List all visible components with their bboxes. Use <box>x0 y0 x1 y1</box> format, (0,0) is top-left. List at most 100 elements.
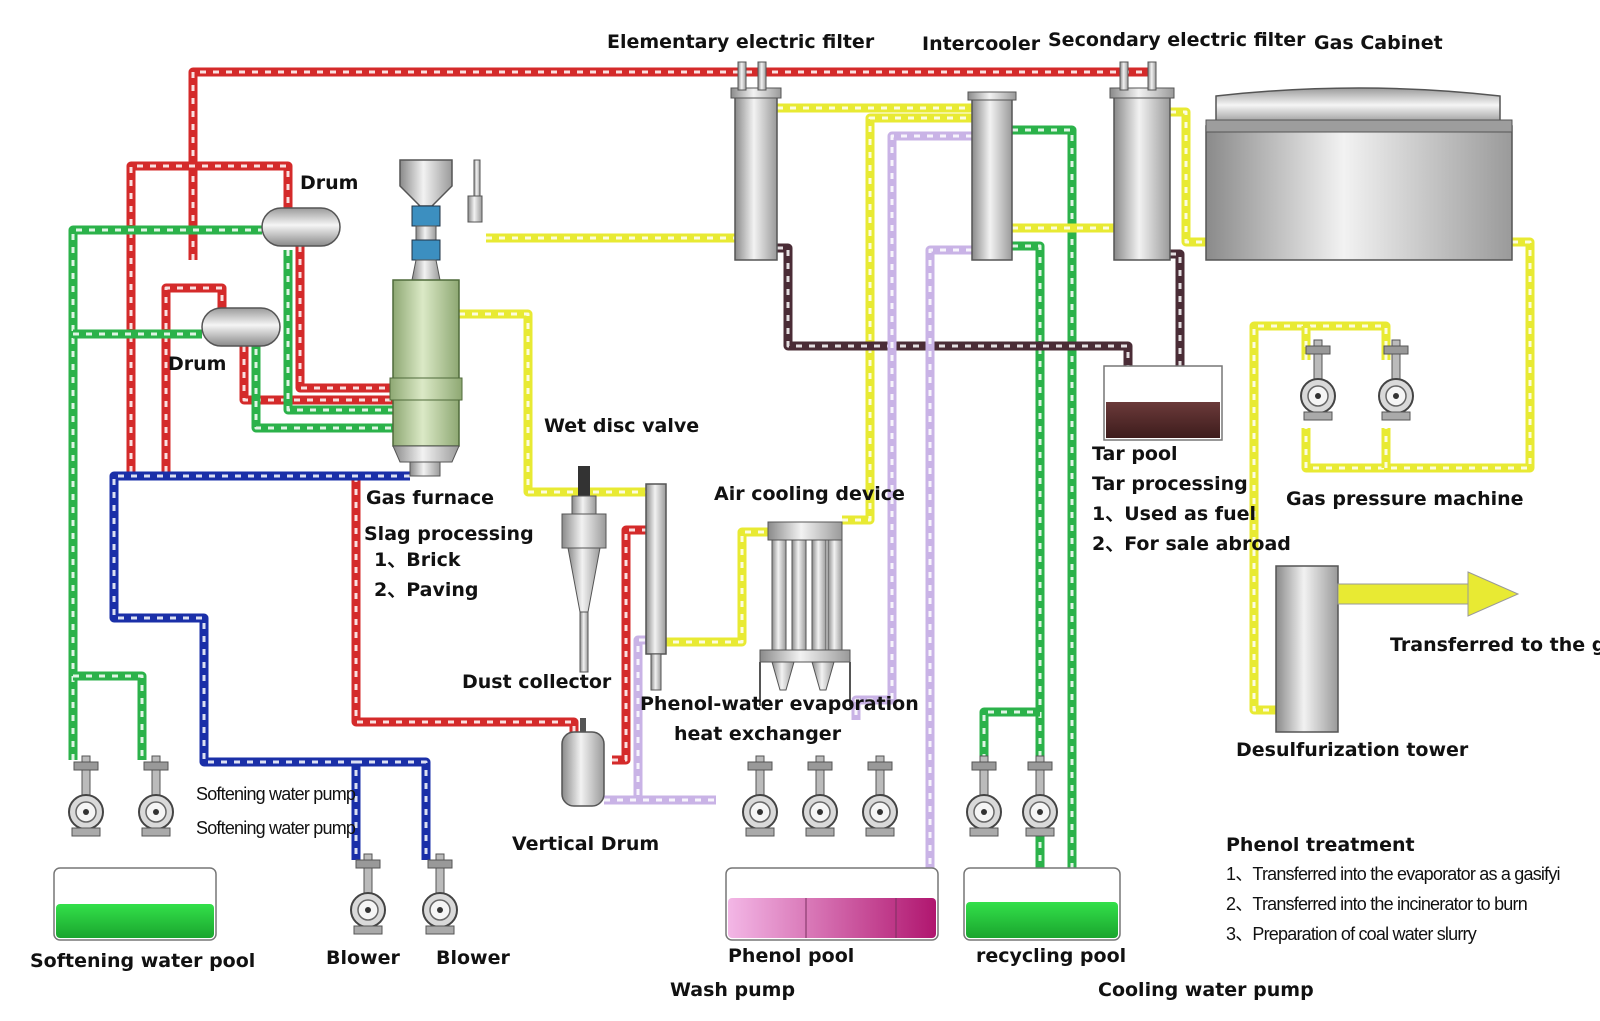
gas-cabinet <box>1205 87 1513 261</box>
secondary-electric-filter <box>1109 61 1175 261</box>
yellow-pipe <box>842 113 972 525</box>
label-phenol-hx-line2: heat exchanger <box>674 723 842 745</box>
green-pipe <box>73 671 147 760</box>
label-air-cooling-device: Air cooling device <box>714 483 905 505</box>
green-pipe-stripe <box>286 250 393 412</box>
green-pipe-stripe <box>71 228 262 760</box>
blue-pipe-stripe <box>356 760 428 860</box>
pump-icon <box>138 755 174 837</box>
label-phenol-pool: Phenol pool <box>728 945 854 967</box>
drum-top <box>261 207 341 247</box>
transfer-arrow <box>1337 571 1520 617</box>
label-secondary-electric-filter: Secondary electric filter <box>1048 29 1306 51</box>
pump-icon <box>1378 339 1414 421</box>
drum-bottom <box>201 307 281 347</box>
vertical-drum <box>561 718 605 807</box>
label-blower-1: Blower <box>326 947 400 969</box>
label-transferred: Transferred to the ga <box>1390 634 1600 656</box>
label-softening-pump-2: Softening water pump <box>196 818 356 838</box>
label-wet-disc-valve: Wet disc valve <box>544 415 699 437</box>
label-phenol-item-3: 3、Preparation of coal water slurry <box>1226 924 1477 944</box>
label-drum-bottom: Drum <box>168 353 226 375</box>
red-pipe-stripe <box>129 164 290 472</box>
softening-water-pool <box>53 867 217 941</box>
red-pipe-stripe <box>191 70 1148 260</box>
wet-disc-valve <box>561 466 607 673</box>
lavender-pipe-stripe <box>854 134 972 720</box>
label-drum-top: Drum <box>300 172 358 194</box>
pipe-network <box>68 67 1535 900</box>
yellow-pipe <box>1301 237 1535 473</box>
yellow-pipe-stripe <box>1170 110 1206 244</box>
label-elementary-electric-filter: Elementary electric filter <box>607 31 875 53</box>
yellow-pipe <box>1170 107 1206 247</box>
label-wash-pump: Wash pump <box>670 979 795 1001</box>
label-slag-item-1: 1、Brick <box>374 549 461 571</box>
pump-icon <box>742 755 778 837</box>
blue-pipe <box>356 757 431 860</box>
label-slag-processing: Slag processing <box>364 523 534 545</box>
label-vertical-drum: Vertical Drum <box>512 833 659 855</box>
air-cooling-device <box>759 521 851 706</box>
green-pipe-stripe <box>1012 128 1074 900</box>
yellow-pipe-stripe <box>459 312 660 494</box>
yellow-pipe-stripe <box>660 530 768 644</box>
dark-pipe-stripe <box>1170 252 1182 402</box>
pump-icon <box>1022 755 1058 837</box>
green-pipe-stripe <box>254 336 400 430</box>
label-cooling-water-pump: Cooling water pump <box>1098 979 1314 1001</box>
elementary-electric-filter <box>730 61 782 261</box>
pump-icon <box>350 853 386 935</box>
pump-icon <box>966 755 1002 837</box>
yellow-pipe <box>660 527 768 647</box>
green-pipe-stripe <box>73 674 144 760</box>
red-pipe-stripe <box>298 246 393 390</box>
red-pipe <box>612 525 646 765</box>
dark-pipe-stripe <box>777 246 1130 402</box>
label-tar-item-2: 2、For sale abroad <box>1092 533 1291 555</box>
pump-icon <box>68 755 104 837</box>
label-desulfurization-tower: Desulfurization tower <box>1236 739 1469 761</box>
label-recycling-pool: recycling pool <box>976 945 1126 967</box>
gas-furnace <box>389 159 483 477</box>
red-pipe <box>295 246 393 393</box>
pump-icon <box>1300 339 1336 421</box>
recycling-pool <box>963 867 1121 941</box>
intercooler <box>967 91 1017 261</box>
lavender-pipe-stripe <box>928 248 972 900</box>
label-layer: Elementary electric filter Intercooler S… <box>30 29 1600 1001</box>
phenol-pool <box>725 867 939 941</box>
desulfurization-tower <box>1275 565 1339 733</box>
label-tar-pool: Tar pool <box>1092 443 1178 465</box>
yellow-pipe-stripe <box>842 116 972 522</box>
pump-icon <box>422 853 458 935</box>
label-tar-processing: Tar processing <box>1092 473 1248 495</box>
label-slag-item-2: 2、Paving <box>374 579 478 601</box>
yellow-pipe-stripe <box>1304 240 1532 470</box>
yellow-pipe <box>1249 321 1391 715</box>
green-pipe-stripe <box>1012 244 1042 900</box>
label-gas-pressure-machine: Gas pressure machine <box>1286 488 1524 510</box>
pump-group <box>68 339 1414 935</box>
label-intercooler: Intercooler <box>922 33 1041 55</box>
label-dust-collector: Dust collector <box>462 671 612 693</box>
tar-pool <box>1103 365 1223 441</box>
pump-icon <box>802 755 838 837</box>
green-pipe <box>979 707 1040 760</box>
label-gas-furnace: Gas furnace <box>366 487 494 509</box>
pump-icon <box>862 755 898 837</box>
red-pipe-stripe <box>354 476 576 732</box>
label-softening-pump-1: Softening water pump <box>196 784 356 804</box>
red-pipe-stripe <box>242 346 393 402</box>
label-phenol-hx-line1: Phenol-water evaporation <box>640 693 919 715</box>
label-phenol-item-1: 1、Transferred into the evaporator as a g… <box>1226 864 1560 884</box>
label-softening-water-pool: Softening water pool <box>30 950 255 972</box>
green-pipe-stripe <box>982 710 1040 760</box>
label-phenol-treatment: Phenol treatment <box>1226 834 1415 856</box>
label-blower-2: Blower <box>436 947 510 969</box>
label-tar-item-1: 1、Used as fuel <box>1092 503 1256 525</box>
yellow-pipe <box>459 309 660 497</box>
label-gas-cabinet: Gas Cabinet <box>1314 32 1443 54</box>
red-pipe <box>351 476 579 732</box>
